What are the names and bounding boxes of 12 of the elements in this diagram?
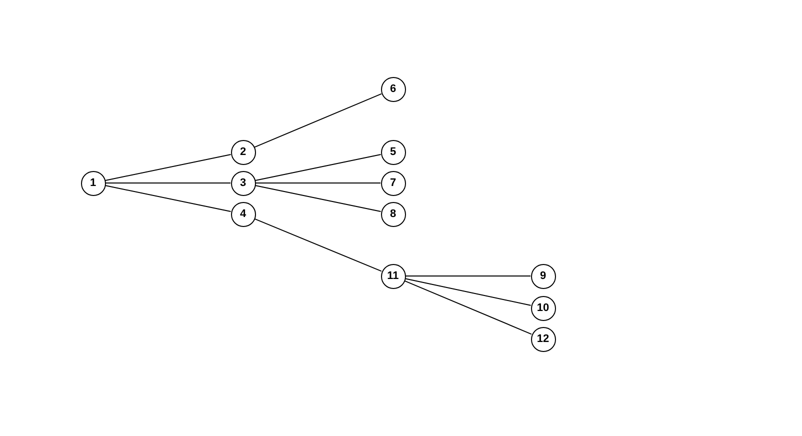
- tree-node-circle: 9: [530, 264, 556, 288]
- tree-node-circle: 6: [380, 76, 406, 102]
- tree-node-circle: 3: [230, 170, 256, 196]
- tree-node-circle: 12: [530, 326, 556, 352]
- tree-node-circle: 8: [380, 202, 406, 226]
- tree-node-circle: 2: [230, 140, 256, 164]
- tree-node-circle: 7: [380, 170, 406, 196]
- tree-node-circle: 11: [380, 264, 406, 288]
- tree-node-circle: 5: [380, 140, 406, 164]
- tree-node-circle: 1: [80, 170, 106, 196]
- tree-node-circle: 4: [230, 202, 256, 226]
- tree-node-circle: 10: [530, 296, 556, 320]
